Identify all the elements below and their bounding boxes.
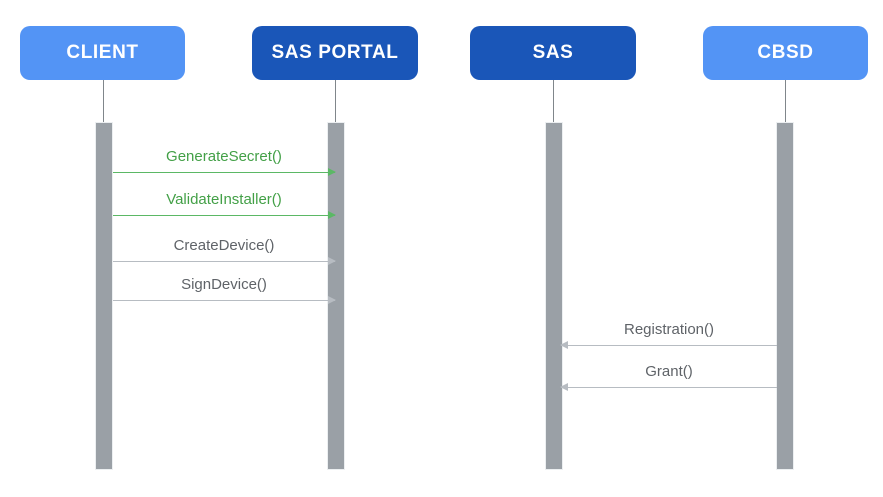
message-line-generate-secret xyxy=(113,172,335,173)
arrowhead-icon-generate-secret xyxy=(328,168,336,176)
lifeline-cbsd xyxy=(785,80,786,122)
participant-label-cbsd: CBSD xyxy=(757,42,814,63)
message-line-grant xyxy=(561,387,777,388)
lifeline-sas xyxy=(553,80,554,122)
participant-box-cbsd[interactable]: CBSD xyxy=(703,26,868,80)
message-label-sign-device: SignDevice() xyxy=(181,276,267,293)
message-label-create-device: CreateDevice() xyxy=(173,237,275,254)
activation-bar-cbsd xyxy=(776,122,794,470)
message-line-validate-installer xyxy=(113,215,335,216)
arrowhead-icon-create-device xyxy=(328,257,336,265)
activation-bar-client xyxy=(95,122,113,470)
participant-box-sas[interactable]: SAS xyxy=(470,26,636,80)
message-label-generate-secret: GenerateSecret() xyxy=(166,148,282,165)
message-label-registration: Registration() xyxy=(623,321,715,338)
message-label-grant: Grant() xyxy=(645,363,693,380)
participant-label-sas: SAS xyxy=(532,42,574,63)
lifeline-sas-portal xyxy=(335,80,336,122)
arrowhead-icon-registration xyxy=(560,341,568,349)
arrowhead-icon-sign-device xyxy=(328,296,336,304)
arrowhead-icon-grant xyxy=(560,383,568,391)
message-line-sign-device xyxy=(113,300,335,301)
message-line-create-device xyxy=(113,261,335,262)
participant-label-client: CLIENT xyxy=(66,42,139,63)
activation-bar-sas-portal xyxy=(327,122,345,470)
arrowhead-icon-validate-installer xyxy=(328,211,336,219)
participant-label-sas-portal: SAS PORTAL xyxy=(271,42,399,63)
lifeline-client xyxy=(103,80,104,122)
message-line-registration xyxy=(561,345,777,346)
message-label-validate-installer: ValidateInstaller() xyxy=(166,191,282,208)
activation-bar-sas xyxy=(545,122,563,470)
participant-box-sas-portal[interactable]: SAS PORTAL xyxy=(252,26,418,80)
participant-box-client[interactable]: CLIENT xyxy=(20,26,185,80)
